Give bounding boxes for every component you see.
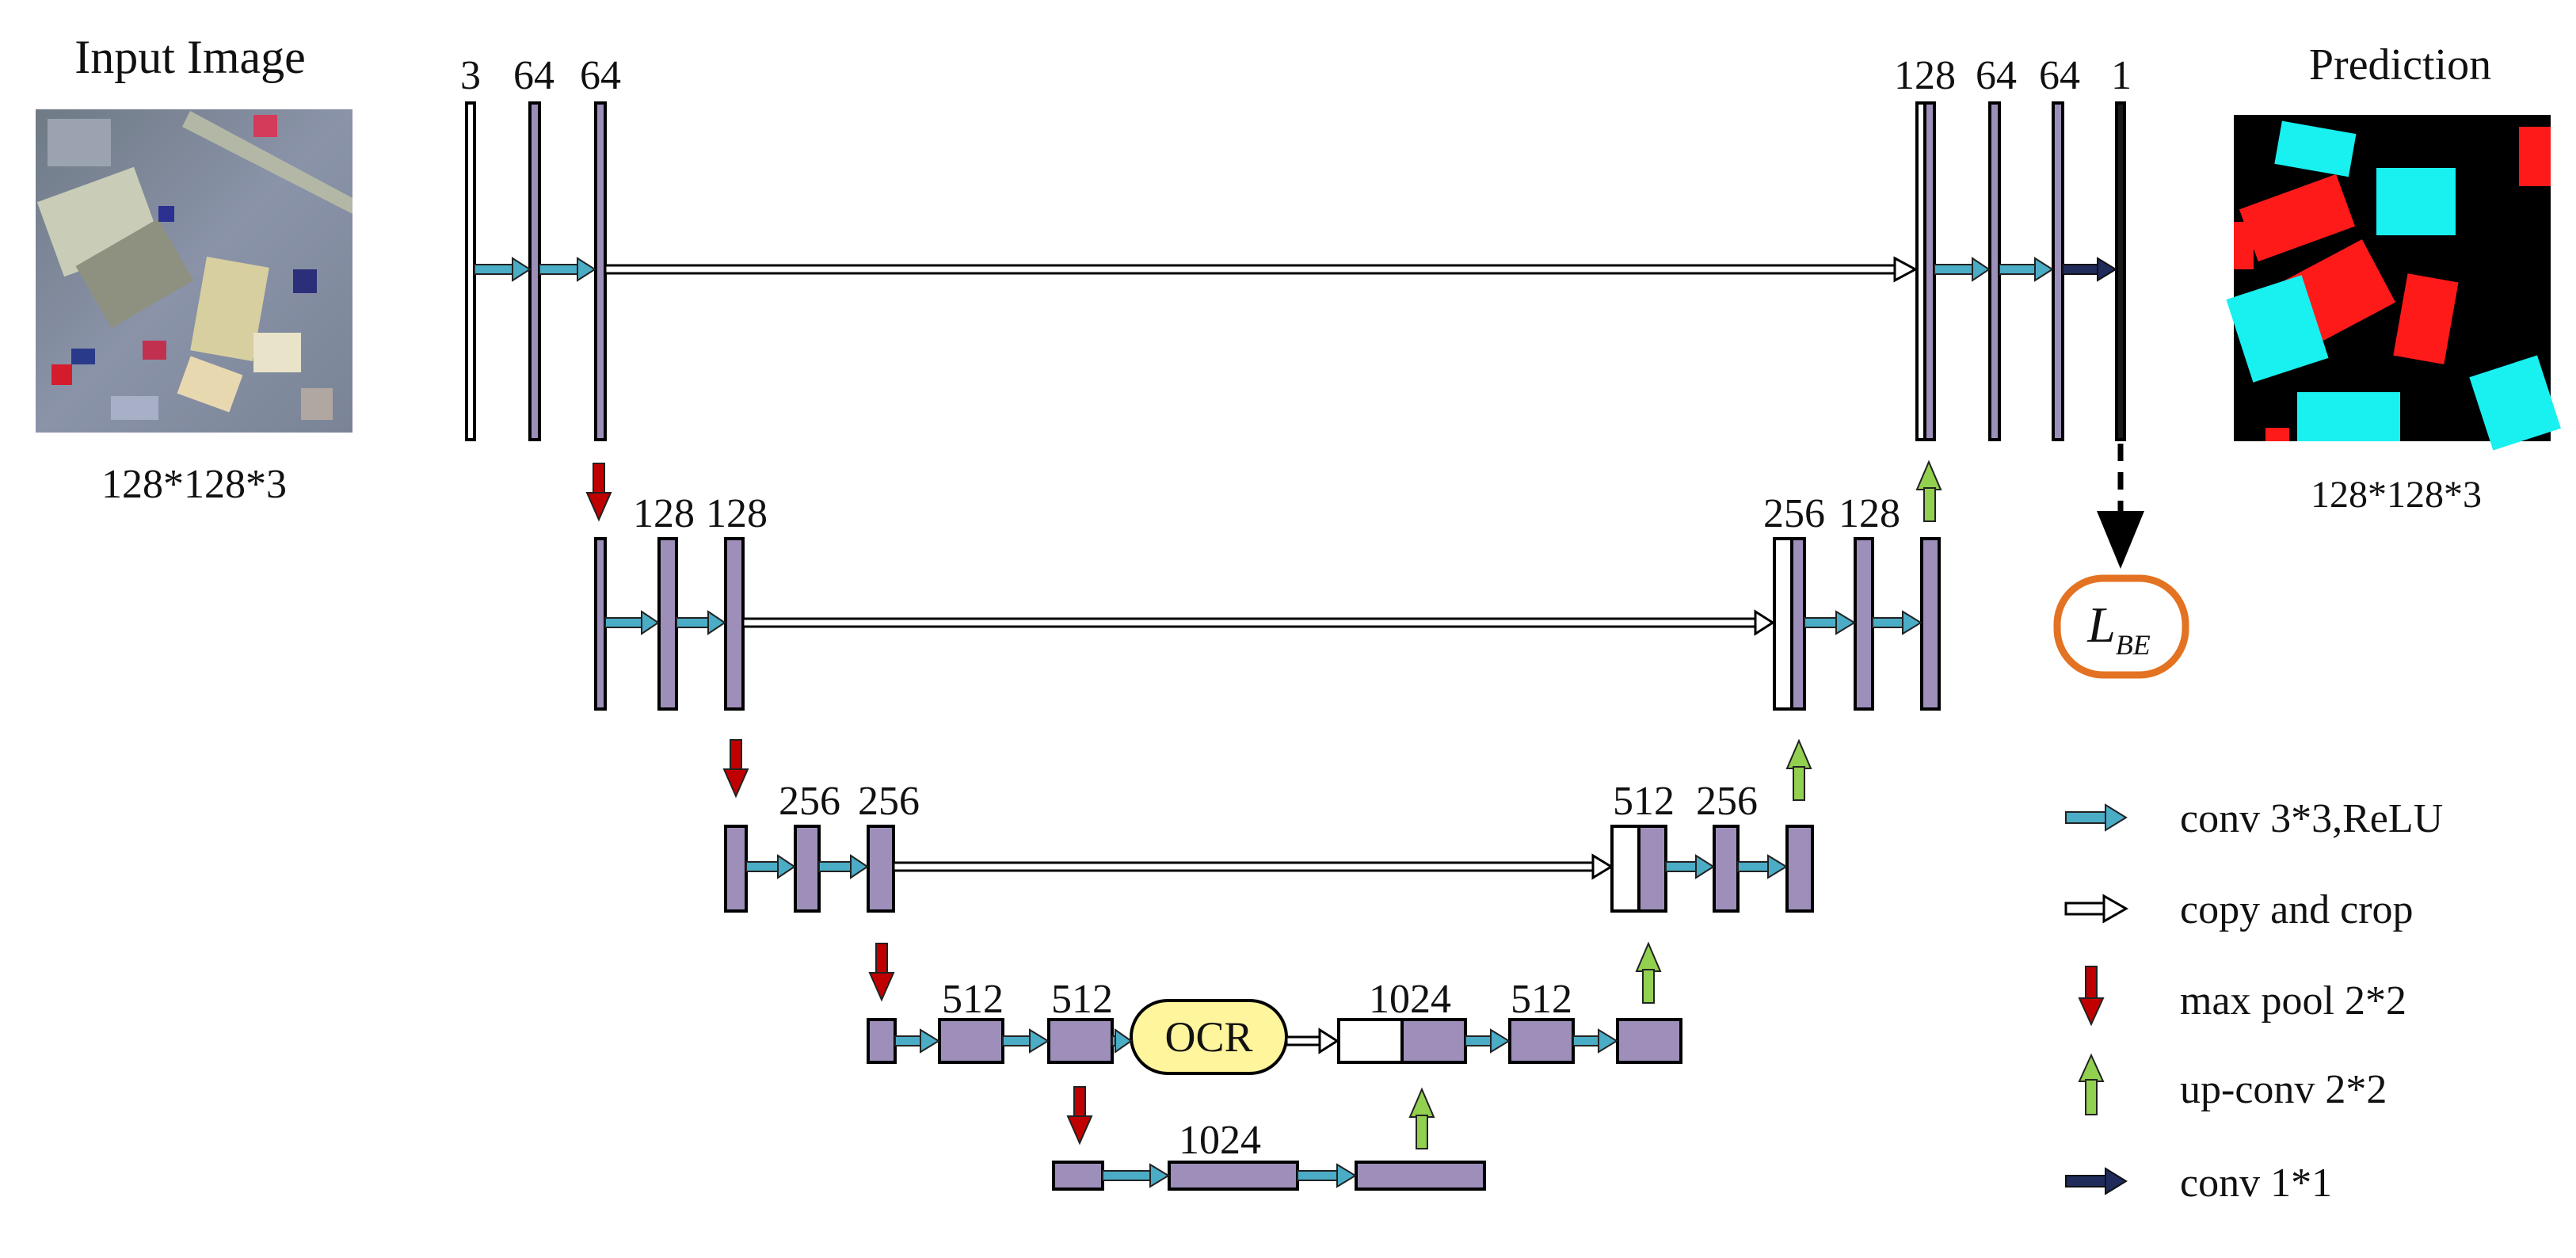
upconv-arrow-icon xyxy=(1408,1087,1435,1149)
legend-label: conv 3*3,ReLU xyxy=(2180,796,2443,841)
loss-badge: LBE xyxy=(2053,574,2189,679)
channel-label: 64 xyxy=(513,53,554,98)
input-image-caption: 128*128*3 xyxy=(101,462,287,507)
channel-label: 128 xyxy=(1894,53,1956,98)
conv1x1-arrow-icon xyxy=(2062,257,2117,282)
conv-arrow-icon xyxy=(474,257,532,282)
conv-arrow-icon xyxy=(539,257,596,282)
conv1x1-arrow-icon xyxy=(2065,1167,2128,1195)
channel-label: 512 xyxy=(1051,977,1113,1022)
conv-arrow-icon xyxy=(604,610,660,635)
conv-arrow-icon xyxy=(1872,610,1922,635)
conv-arrow-icon xyxy=(1934,257,1991,282)
channel-label: 3 xyxy=(460,53,481,98)
legend-label: conv 1*1 xyxy=(2180,1161,2332,1206)
feature-map xyxy=(724,825,1814,913)
upconv-arrow-icon xyxy=(2078,1053,2105,1115)
channel-label: 128 xyxy=(1839,491,1900,536)
maxpool-arrow-icon xyxy=(868,943,895,1002)
prediction-mask-image xyxy=(2226,115,2561,451)
maxpool-arrow-icon xyxy=(1066,1086,1093,1146)
channel-label: 256 xyxy=(779,779,840,824)
conv-arrow-icon xyxy=(1297,1163,1357,1188)
input-image xyxy=(36,109,352,433)
ocr-module: OCR xyxy=(1130,999,1288,1075)
maxpool-arrow-icon xyxy=(722,739,749,799)
legend: conv 3*3,ReLU copy and crop max pool 2*2… xyxy=(2064,796,2443,1206)
conv-arrow-icon xyxy=(2065,803,2128,832)
input-image-title: Input Image xyxy=(74,31,306,83)
channel-label: 512 xyxy=(1613,779,1675,824)
copy-arrow-icon xyxy=(604,256,1919,283)
copy-arrow-icon xyxy=(741,609,1775,636)
legend-label: copy and crop xyxy=(2180,887,2414,932)
channel-label: 64 xyxy=(1976,53,2017,98)
ocr-label: OCR xyxy=(1164,1013,1252,1061)
loss-symbol: L xyxy=(2086,597,2116,653)
conv-arrow-icon xyxy=(745,854,796,879)
prediction-caption: 128*128*3 xyxy=(2311,474,2482,516)
legend-label: up-conv 2*2 xyxy=(2180,1067,2387,1112)
upconv-arrow-icon xyxy=(1635,941,1662,1004)
copy-arrow-icon xyxy=(892,853,1614,880)
feature-map xyxy=(594,537,1941,711)
conv-arrow-icon xyxy=(1002,1028,1050,1054)
channel-label: 1024 xyxy=(1369,977,1451,1022)
conv-arrow-icon xyxy=(1665,854,1715,879)
channel-label: 128 xyxy=(706,491,768,536)
conv-arrow-icon xyxy=(1737,854,1788,879)
upconv-arrow-icon xyxy=(1915,459,1942,522)
conv-arrow-icon xyxy=(1999,257,2054,282)
maxpool-arrow-icon xyxy=(2078,966,2105,1027)
channel-label: 512 xyxy=(942,977,1004,1022)
conv-arrow-icon xyxy=(1804,610,1856,635)
channel-label: 1 xyxy=(2111,53,2132,98)
channel-label: 512 xyxy=(1511,977,1572,1022)
conv-arrow-icon xyxy=(1102,1163,1170,1188)
channel-label: 128 xyxy=(633,491,695,536)
conv-arrow-icon xyxy=(676,610,726,635)
dashed-arrow-to-loss xyxy=(2097,444,2144,569)
feature-map xyxy=(1052,1161,1486,1191)
copy-arrow-icon xyxy=(1285,1027,1339,1054)
copy-arrow-icon xyxy=(2064,894,2129,924)
conv-arrow-icon xyxy=(1572,1028,1618,1054)
legend-label: max pool 2*2 xyxy=(2180,978,2406,1024)
channel-label: 64 xyxy=(2039,53,2080,98)
channel-label: 256 xyxy=(1763,491,1825,536)
channel-label: 256 xyxy=(1696,779,1758,824)
maxpool-arrow-icon xyxy=(585,463,612,522)
conv-arrow-icon xyxy=(1111,1028,1133,1054)
svg-text:LBE: LBE xyxy=(2086,597,2151,661)
loss-subscript: BE xyxy=(2116,629,2151,661)
conv-arrow-icon xyxy=(1465,1028,1511,1054)
channel-label: 256 xyxy=(858,779,920,824)
feature-map xyxy=(867,1018,1682,1064)
prediction-title: Prediction xyxy=(2309,40,2491,90)
channel-label: 64 xyxy=(580,53,621,98)
conv-arrow-icon xyxy=(894,1028,940,1054)
channel-label: 1024 xyxy=(1179,1118,1261,1163)
conv-arrow-icon xyxy=(818,854,869,879)
upconv-arrow-icon xyxy=(1785,738,1812,801)
